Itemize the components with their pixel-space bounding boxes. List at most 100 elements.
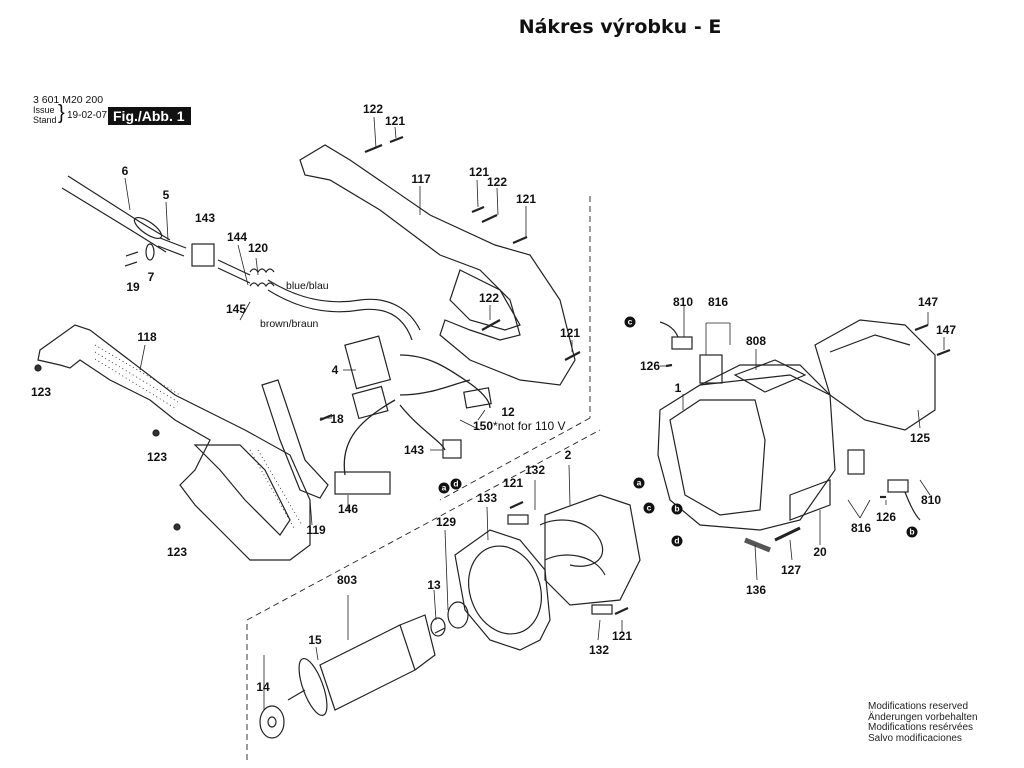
washer-13 xyxy=(430,617,446,637)
issue-label-en: Issue xyxy=(33,105,55,115)
connector-a-left: a xyxy=(438,482,450,494)
field-coil-2 xyxy=(539,494,641,606)
switch-base xyxy=(351,385,389,420)
leader-lines xyxy=(124,116,945,710)
part-label-125: 125 xyxy=(909,431,931,445)
bearing-14 xyxy=(259,705,285,739)
part-label-122-low: 122 xyxy=(478,291,500,305)
nut-123-b xyxy=(152,429,160,437)
part-label-12: 12 xyxy=(501,405,515,419)
brush-holder-816-top xyxy=(699,354,723,384)
part-label-123-b: 123 xyxy=(146,450,168,464)
part-label-147-a: 147 xyxy=(917,295,939,309)
modifications-es: Salvo modificaciones xyxy=(868,732,962,744)
part-label-803: 803 xyxy=(336,573,358,587)
wire-label-blue: blue/blau xyxy=(286,280,329,292)
part-label-143-lower: 143 xyxy=(403,443,425,457)
capacitor-12 xyxy=(463,387,492,409)
connector-c-brush: c xyxy=(624,316,636,328)
part-label-143: 143 xyxy=(194,211,216,225)
part-150-note-text: *not for 110 V xyxy=(493,419,566,433)
part-label-6: 6 xyxy=(121,164,129,178)
page-title: Nákres výrobku - E xyxy=(518,16,722,38)
terminal-block-top xyxy=(191,243,215,267)
part-label-816-bot: 816 xyxy=(850,521,872,535)
part-label-146: 146 xyxy=(337,502,359,516)
wire-label-brown: brown/braun xyxy=(260,318,319,330)
part-label-118: 118 xyxy=(137,330,157,344)
dashed-boundary xyxy=(246,196,601,760)
armature-803 xyxy=(287,614,446,716)
modifications-en: Modifications reserved xyxy=(868,701,969,712)
part-label-121-right: 121 xyxy=(515,192,537,206)
part-label-810-top: 810 xyxy=(672,295,694,309)
part-label-810-bot: 810 xyxy=(920,493,942,507)
part-label-147-b: 147 xyxy=(935,323,957,337)
connector-a-coil: a xyxy=(633,477,645,489)
issue-label-de: Stand xyxy=(33,115,57,125)
issue-label: Issue Stand xyxy=(33,105,57,125)
part-label-132-bot: 132 xyxy=(588,643,610,657)
brush-holder-816-bottom xyxy=(847,449,865,475)
part-label-1: 1 xyxy=(674,381,682,395)
part-label-18: 18 xyxy=(330,412,344,426)
part-label-808: 808 xyxy=(745,334,767,348)
handle-half-117 xyxy=(299,144,576,386)
connector-b-brush: b xyxy=(906,526,918,538)
part-label-5: 5 xyxy=(162,188,170,202)
brush-wire-bottom xyxy=(904,491,921,521)
handle-118 xyxy=(37,324,311,561)
suppressor-146 xyxy=(334,471,391,495)
pin-136 xyxy=(744,537,771,553)
modifications-de: Änderungen vorbehalten xyxy=(868,711,978,723)
part-label-7: 7 xyxy=(147,270,155,284)
part-label-127: 127 xyxy=(780,563,802,577)
part-label-121-low: 121 xyxy=(559,326,581,340)
part-label-144: 144 xyxy=(226,230,248,244)
part-label-19: 19 xyxy=(126,280,140,294)
screws xyxy=(319,135,951,615)
part-label-20: 20 xyxy=(813,545,827,559)
carbon-brush-810-top xyxy=(671,336,693,350)
part-label-121-bot: 121 xyxy=(611,629,633,643)
brush-holder-132-bottom xyxy=(591,604,613,615)
part-label-123-c: 123 xyxy=(166,545,188,559)
connector-b-coil: b xyxy=(671,503,683,515)
part-label-122-top: 122 xyxy=(362,102,384,116)
power-cord xyxy=(61,175,187,257)
motor-cover-125 xyxy=(814,319,936,431)
part-note-150: 150*not for 110 V xyxy=(473,419,566,433)
label-20 xyxy=(789,479,831,521)
part-label-133: 133 xyxy=(476,491,498,505)
terminal-block-lower xyxy=(442,439,462,459)
motor-housing-1 xyxy=(657,364,836,531)
part-label-132-top: 132 xyxy=(524,463,546,477)
nut-123-a xyxy=(34,364,42,372)
part-label-816-top: 816 xyxy=(707,295,729,309)
connector-d-left: d xyxy=(450,478,462,490)
internal-wiring xyxy=(343,354,491,476)
part-label-121-coil: 121 xyxy=(502,476,524,490)
cord-clamp xyxy=(124,243,155,267)
issue-brace: } xyxy=(58,102,65,124)
part-label-117: 117 xyxy=(411,172,431,186)
part-label-123-a: 123 xyxy=(30,385,52,399)
part-label-13: 13 xyxy=(427,578,441,592)
part-label-136: 136 xyxy=(745,583,767,597)
part-label-126-bot: 126 xyxy=(875,510,897,524)
modifications-fr: Modifications resérvées xyxy=(868,722,974,733)
part-label-119: 119 xyxy=(306,523,326,537)
baffle-133 xyxy=(454,529,551,651)
part-label-122-mid: 122 xyxy=(486,175,508,189)
switch-4 xyxy=(344,335,392,390)
part-label-2: 2 xyxy=(564,448,572,462)
part-label-126-top: 126 xyxy=(639,359,661,373)
part-label-150: 150 xyxy=(473,419,494,433)
screw-127 xyxy=(774,526,801,542)
figure-label: Fig./Abb. 1 xyxy=(108,107,191,125)
part-label-15: 15 xyxy=(308,633,322,647)
part-label-120: 120 xyxy=(247,241,269,255)
part-label-121-mid: 121 xyxy=(468,165,490,179)
wires-144-145 xyxy=(217,259,421,341)
